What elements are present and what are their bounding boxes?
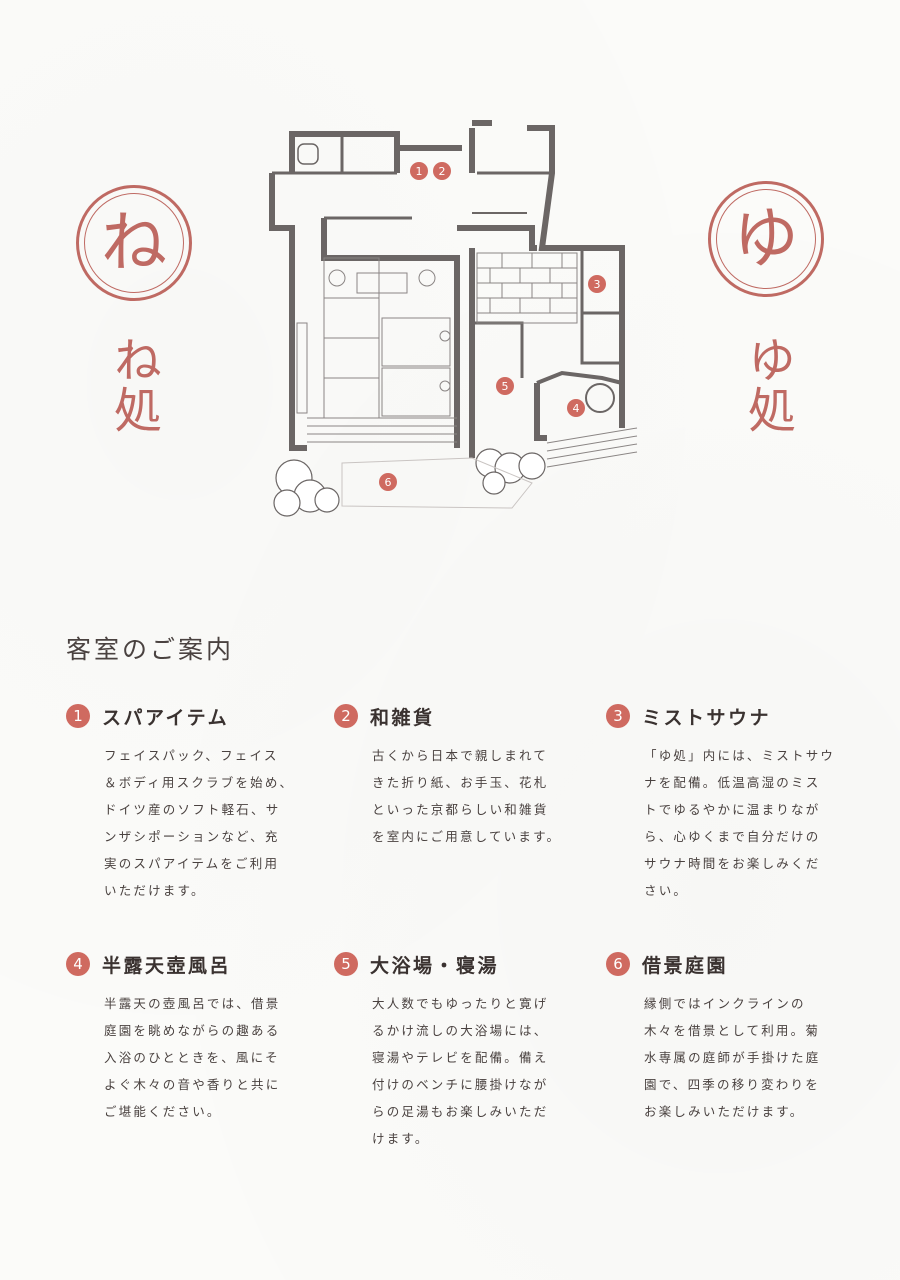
room-floorplan: 1 2 3 4 5 6	[269, 120, 638, 517]
desc-line: ドイツ産のソフト軽石、サ	[104, 802, 281, 817]
desc-line: 実のスパアイテムをご利用	[104, 856, 280, 871]
item-description: 縁側ではインクラインの 木々を借景として利用。菊 水専属の庭師が手掛けた庭 園で…	[606, 990, 846, 1125]
desc-line: 木々を借景として利用。菊	[644, 1023, 821, 1038]
plan-marker-4	[567, 399, 585, 417]
plan-marker-5	[496, 377, 514, 395]
item-borrowed-garden: 6 借景庭園 縁側ではインクラインの 木々を借景として利用。菊 水専属の庭師が手…	[606, 950, 846, 1125]
desc-line: 園で、四季の移り変わりを	[644, 1077, 820, 1092]
desc-line: よぐ木々の音や香りと共に	[104, 1077, 281, 1092]
item-description: 古くから日本で親しまれて きた折り紙、お手玉、花札 といった京都らしい和雑貨 を…	[334, 742, 574, 850]
desc-line: ンザシポーションなど、充	[104, 829, 280, 844]
desc-line: らの足湯もお楽しみいただ	[372, 1104, 549, 1119]
item-title: 大浴場・寝湯	[370, 954, 500, 977]
item-header: 1 スパアイテム	[66, 702, 306, 730]
plan-marker-label: 6	[385, 476, 392, 489]
number-badge: 1	[66, 704, 90, 728]
desc-line: 寝湯やテレビを配備。備え	[372, 1050, 549, 1065]
desc-line: 縁側ではインクラインの	[644, 996, 806, 1011]
item-header: 4 半露天壺風呂	[66, 950, 306, 978]
desc-line: けます。	[372, 1131, 430, 1146]
plan-marker-2	[433, 162, 451, 180]
item-title: ミストサウナ	[642, 706, 772, 729]
yu-emblem-glyph: ゆ	[733, 200, 799, 277]
desc-line: といった京都らしい和雑貨	[372, 802, 549, 817]
plan-marker-label: 4	[573, 402, 580, 415]
item-spa-items: 1 スパアイテム フェイスパック、フェイス ＆ボディ用スクラブを始め、 ドイツ産…	[66, 702, 306, 904]
desc-line: さい。	[644, 883, 689, 898]
desc-line: 入浴のひとときを、風にそ	[104, 1050, 280, 1065]
item-mist-sauna: 3 ミストサウナ 「ゆ処」内には、ミストサウ ナを配備。低温高湿のミス トでゆる…	[606, 702, 846, 904]
plan-marker-label: 1	[416, 165, 423, 178]
desc-line: 水専属の庭師が手掛けた庭	[644, 1050, 821, 1065]
plan-marker-label: 3	[594, 278, 601, 291]
yu-emblem: ゆ	[708, 181, 824, 297]
ne-label: ね処	[105, 335, 161, 435]
desc-line: きた折り紙、お手玉、花札	[372, 775, 549, 790]
number-badge: 4	[66, 952, 90, 976]
plan-marker-6	[379, 473, 397, 491]
desc-line: お楽しみいただけます。	[644, 1104, 805, 1119]
number-badge: 3	[606, 704, 630, 728]
item-japanese-goods: 2 和雑貨 古くから日本で親しまれて きた折り紙、お手玉、花札 といった京都らし…	[334, 702, 574, 850]
item-header: 6 借景庭園	[606, 950, 846, 978]
item-description: 「ゆ処」内には、ミストサウ ナを配備。低温高湿のミス トでゆるやかに温まりなが …	[606, 742, 846, 904]
plan-marker-3	[588, 275, 606, 293]
item-semi-open-air-bath: 4 半露天壺風呂 半露天の壺風呂では、借景 庭園を眺めながらの趣ある 入浴のひと…	[66, 950, 306, 1125]
item-title: スパアイテム	[102, 706, 230, 729]
desc-line: 古くから日本で親しまれて	[372, 748, 549, 763]
desc-line: 半露天の壺風呂では、借景	[104, 996, 281, 1011]
desc-line: いただけます。	[104, 883, 206, 898]
item-header: 2 和雑貨	[334, 702, 574, 730]
desc-line: 「ゆ処」内には、ミストサウ	[644, 748, 836, 763]
ne-emblem: ね	[76, 185, 192, 301]
desc-line: 付けのベンチに腰掛けなが	[372, 1077, 549, 1092]
section-title: 客室のご案内	[66, 635, 235, 664]
desc-line: トでゆるやかに温まりなが	[644, 802, 821, 817]
item-title: 半露天壺風呂	[102, 954, 232, 977]
yu-label: ゆ処	[739, 335, 795, 435]
number-badge: 2	[334, 704, 358, 728]
desc-line: 大人数でもゆったりと寛げ	[372, 996, 549, 1011]
item-description: フェイスパック、フェイス ＆ボディ用スクラブを始め、 ドイツ産のソフト軽石、サ …	[66, 742, 306, 904]
desc-line: ご堪能ください。	[104, 1104, 222, 1119]
desc-line: を室内にご用意しています。	[372, 829, 562, 844]
plan-marker-label: 5	[502, 380, 509, 393]
item-title: 和雑貨	[370, 706, 435, 729]
desc-line: サウナ時間をお楽しみくだ	[644, 856, 821, 871]
desc-line: 庭園を眺めながらの趣ある	[104, 1023, 281, 1038]
desc-line: フェイスパック、フェイス	[104, 748, 279, 763]
item-header: 5 大浴場・寝湯	[334, 950, 574, 978]
desc-line: ら、心ゆくまで自分だけの	[644, 829, 821, 844]
desc-line: ナを配備。低温高湿のミス	[644, 775, 821, 790]
item-description: 大人数でもゆったりと寛げ るかけ流しの大浴場には、 寝湯やテレビを配備。備え 付…	[334, 990, 574, 1152]
item-title: 借景庭園	[642, 954, 729, 977]
plan-marker-label: 2	[439, 165, 446, 178]
item-description: 半露天の壺風呂では、借景 庭園を眺めながらの趣ある 入浴のひとときを、風にそ よ…	[66, 990, 306, 1125]
plan-marker-1	[410, 162, 428, 180]
number-badge: 5	[334, 952, 358, 976]
item-header: 3 ミストサウナ	[606, 702, 846, 730]
desc-line: るかけ流しの大浴場には、	[372, 1023, 549, 1038]
item-large-bath: 5 大浴場・寝湯 大人数でもゆったりと寛げ るかけ流しの大浴場には、 寝湯やテレ…	[334, 950, 574, 1152]
desc-line: ＆ボディ用スクラブを始め、	[104, 775, 295, 790]
ne-emblem-glyph: ね	[101, 204, 167, 281]
number-badge: 6	[606, 952, 630, 976]
